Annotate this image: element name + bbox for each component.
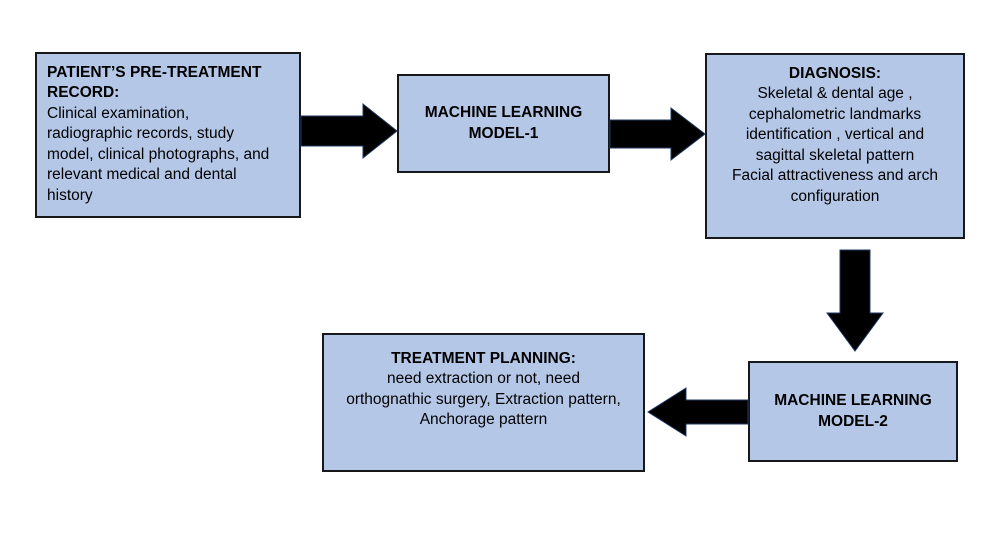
arrow-record-to-model1 [300,102,398,160]
arrow-diagnosis-to-model2 [826,249,884,352]
node-ml-model-2: MACHINE LEARNING MODEL-2 [748,361,958,462]
node-diagnosis: DIAGNOSIS: Skeletal & dental age , cepha… [705,53,965,239]
node-diagnosis-body: Skeletal & dental age , cephalometric la… [732,85,938,205]
node-treatment-planning-body: need extraction or not, need orthognathi… [346,370,621,429]
node-diagnosis-title: DIAGNOSIS: [788,65,882,82]
node-ml-model-2-title: MACHINE LEARNING MODEL-2 [774,392,932,430]
node-treatment-planning-title: TREATMENT PLANNING: [391,350,576,367]
node-ml-model-1-title: MACHINE LEARNING MODEL-1 [424,104,583,142]
node-patient-record-body: Clinical examination, radiographic recor… [47,104,270,204]
node-patient-record-title: PATIENT’S PRE-TREATMENT RECORD: [47,64,262,102]
arrow-model2-to-treatment [647,386,749,438]
arrow-model1-to-diagnosis [609,106,706,162]
node-patient-record: PATIENT’S PRE-TREATMENT RECORD: Clinical… [35,52,301,218]
node-ml-model-1: MACHINE LEARNING MODEL-1 [397,74,610,173]
node-treatment-planning: TREATMENT PLANNING: need extraction or n… [322,333,645,472]
